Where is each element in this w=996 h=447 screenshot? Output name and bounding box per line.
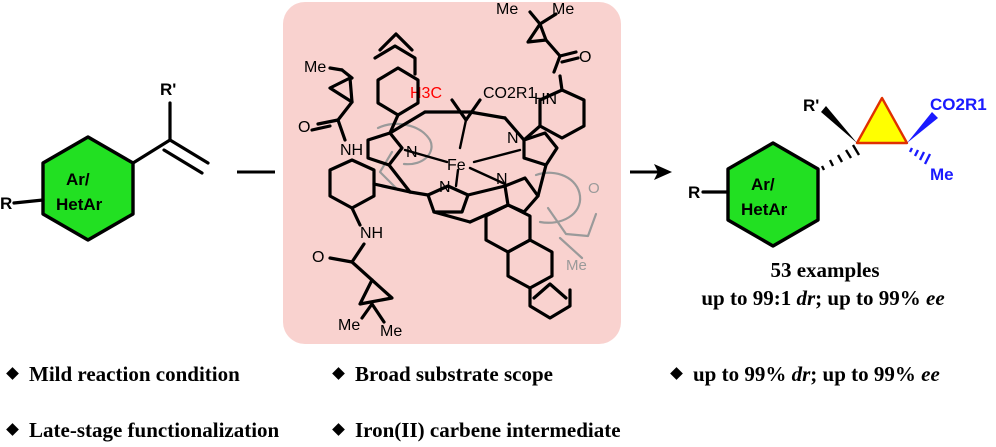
catalyst-me-label-1: Me [304, 59, 326, 76]
catalyst-n-label-3: N [439, 179, 451, 196]
product-wedge-rprime [821, 106, 857, 143]
selectivity-summary: up to 99:1 dr; up to 99% ee [668, 286, 978, 311]
catalyst-me-label-3: Me [380, 323, 402, 340]
catalyst-hn-label: HN [534, 91, 557, 108]
catalyst-n-label-4: N [496, 171, 508, 188]
product-structure: R' R Ar/ HetAr CO2R1 Me [688, 95, 987, 248]
product-wedge-ester [907, 112, 938, 143]
examples-count: 53 examples [770, 258, 880, 282]
catalyst-me-label-2: Me [338, 317, 360, 334]
diamond-bullet-icon [332, 367, 345, 380]
reaction-arrow-head [654, 164, 672, 180]
catalyst-ghost-me-label: Me [566, 257, 587, 274]
catalyst-fe-label: Fe [447, 157, 466, 174]
catalyst-structure: O Me Fe N N N [298, 1, 600, 340]
product-me-label: Me [930, 165, 954, 184]
substrate-rprime-label: R' [160, 80, 176, 99]
bullet-selectivity: up to 99% dr; up to 99% ee [670, 362, 940, 387]
substrate-ring-text-2: HetAr [56, 195, 103, 214]
diamond-bullet-icon [6, 367, 19, 380]
product-rprime-label: R' [803, 96, 819, 115]
catalyst-o-label-3: O [579, 49, 591, 66]
catalyst-me-label-4: Me [496, 1, 518, 18]
product-hashed-bond [820, 144, 861, 171]
bullet-mild-conditions: Mild reaction condition [6, 362, 240, 387]
bullet-iron-carbene: Iron(II) carbene intermediate [332, 418, 621, 443]
substrate-ring-text-1: Ar/ [66, 170, 90, 189]
product-co2r1-label: CO2R1 [930, 95, 987, 114]
product-hashed-methyl [908, 147, 932, 165]
product-r-label: R [688, 183, 700, 202]
diamond-bullet-icon [670, 367, 683, 380]
catalyst-o-label-2: O [312, 249, 324, 266]
selectivity-mid: ; up to 99% [815, 286, 926, 310]
selectivity-dr: dr [796, 286, 816, 310]
catalyst-ghost-o-label: O [588, 180, 600, 197]
catalyst-co2r1-label: CO2R1 [483, 85, 536, 102]
catalyst-n-label-1: N [406, 144, 418, 161]
product-cyclopropane [855, 96, 909, 145]
catalyst-o-label-1: O [298, 119, 310, 136]
selectivity-prefix: up to 99:1 [701, 286, 797, 310]
bullet-late-stage: Late-stage functionalization [6, 418, 279, 443]
catalyst-nh-label-1: NH [340, 142, 363, 159]
diamond-bullet-icon [6, 423, 19, 436]
product-aryl-ring [726, 141, 820, 248]
substrate-r-label: R [0, 194, 12, 213]
catalyst-nh-label-2: NH [360, 225, 383, 242]
bullet-substrate-scope: Broad substrate scope [332, 362, 553, 387]
catalyst-h3c-label: H3C [410, 85, 442, 102]
diamond-bullet-icon [332, 423, 345, 436]
selectivity-ee: ee [926, 286, 945, 310]
catalyst-n-label-2: N [507, 130, 519, 147]
catalyst-me-label-5: Me [552, 1, 574, 18]
catalyst-panel [283, 2, 621, 344]
substrate-structure: R' R Ar/ HetAr [0, 80, 210, 242]
product-ring-text-2: HetAr [741, 200, 788, 219]
product-ring-text-1: Ar/ [751, 175, 775, 194]
